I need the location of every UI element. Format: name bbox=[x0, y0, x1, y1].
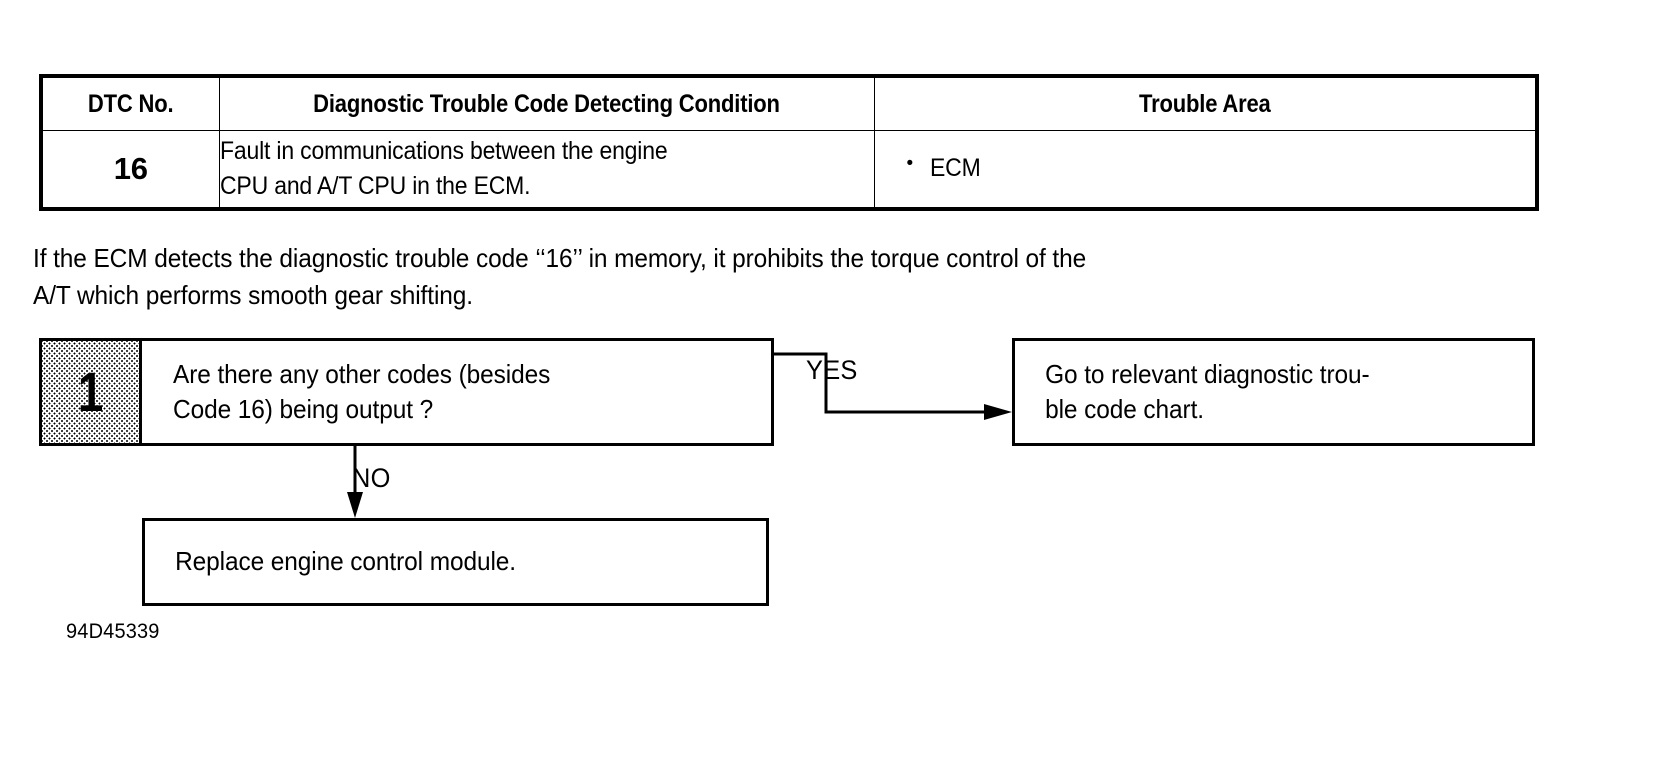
yes-result-line-2: ble code chart. bbox=[1045, 394, 1204, 424]
no-result-line-1: Replace engine control module. bbox=[175, 546, 517, 577]
column-header-dtc-no: DTC No. bbox=[51, 75, 209, 131]
table-header-row: DTC No. Diagnostic Trouble Code Detectin… bbox=[41, 75, 1537, 131]
condition-line-1: Fault in communications between the engi… bbox=[219, 136, 668, 165]
intro-line-1: If the ECM detects the diagnostic troubl… bbox=[33, 243, 1087, 273]
step-1-question-line-2: Code 16) being output ? bbox=[173, 394, 434, 424]
step-1-question-text: Are there any other codes (besides Code … bbox=[142, 357, 550, 428]
column-header-detecting-condition: Diagnostic Trouble Code Detecting Condit… bbox=[257, 75, 836, 131]
yes-branch-label: YES bbox=[806, 355, 858, 385]
dtc-table: DTC No. Diagnostic Trouble Code Detectin… bbox=[39, 74, 1539, 211]
yes-connector-line bbox=[774, 352, 990, 414]
flowchart-step-1-box[interactable]: 1 Are there any other codes (besides Cod… bbox=[39, 338, 774, 446]
trouble-area-label: ECM bbox=[929, 154, 981, 183]
table-row: 16 Fault in communications between the e… bbox=[40, 130, 1538, 210]
no-branch-label: NO bbox=[352, 463, 391, 493]
intro-line-2: A/T which performs smooth gear shifting. bbox=[33, 279, 473, 310]
yes-result-line-1: Go to relevant diagnostic trou- bbox=[1045, 358, 1370, 389]
yes-arrowhead-icon bbox=[984, 404, 1012, 420]
no-arrowhead-icon bbox=[347, 492, 363, 518]
flowchart-no-result-box[interactable]: Replace engine control module. bbox=[142, 518, 769, 606]
cell-dtc-number: 16 bbox=[40, 130, 220, 210]
cell-trouble-area: • ECM bbox=[873, 130, 1538, 210]
yes-result-text: Go to relevant diagnostic trou- ble code… bbox=[1015, 357, 1370, 428]
step-1-question-line-1: Are there any other codes (besides bbox=[173, 358, 551, 389]
figure-id-label: 94D45339 bbox=[66, 620, 160, 643]
trouble-area-list-item: • ECM bbox=[875, 151, 1536, 187]
intro-paragraph: If the ECM detects the diagnostic troubl… bbox=[33, 240, 1543, 314]
bullet-icon: • bbox=[906, 153, 914, 175]
column-header-trouble-area: Trouble Area bbox=[913, 75, 1498, 131]
step-number-badge: 1 bbox=[42, 341, 142, 443]
step-number-label: 1 bbox=[77, 360, 104, 423]
cell-detecting-condition: Fault in communications between the engi… bbox=[218, 130, 875, 210]
flowchart-yes-result-box[interactable]: Go to relevant diagnostic trou- ble code… bbox=[1012, 338, 1535, 446]
condition-line-2: CPU and A/T CPU in the ECM. bbox=[219, 172, 531, 200]
no-result-text: Replace engine control module. bbox=[145, 544, 516, 579]
